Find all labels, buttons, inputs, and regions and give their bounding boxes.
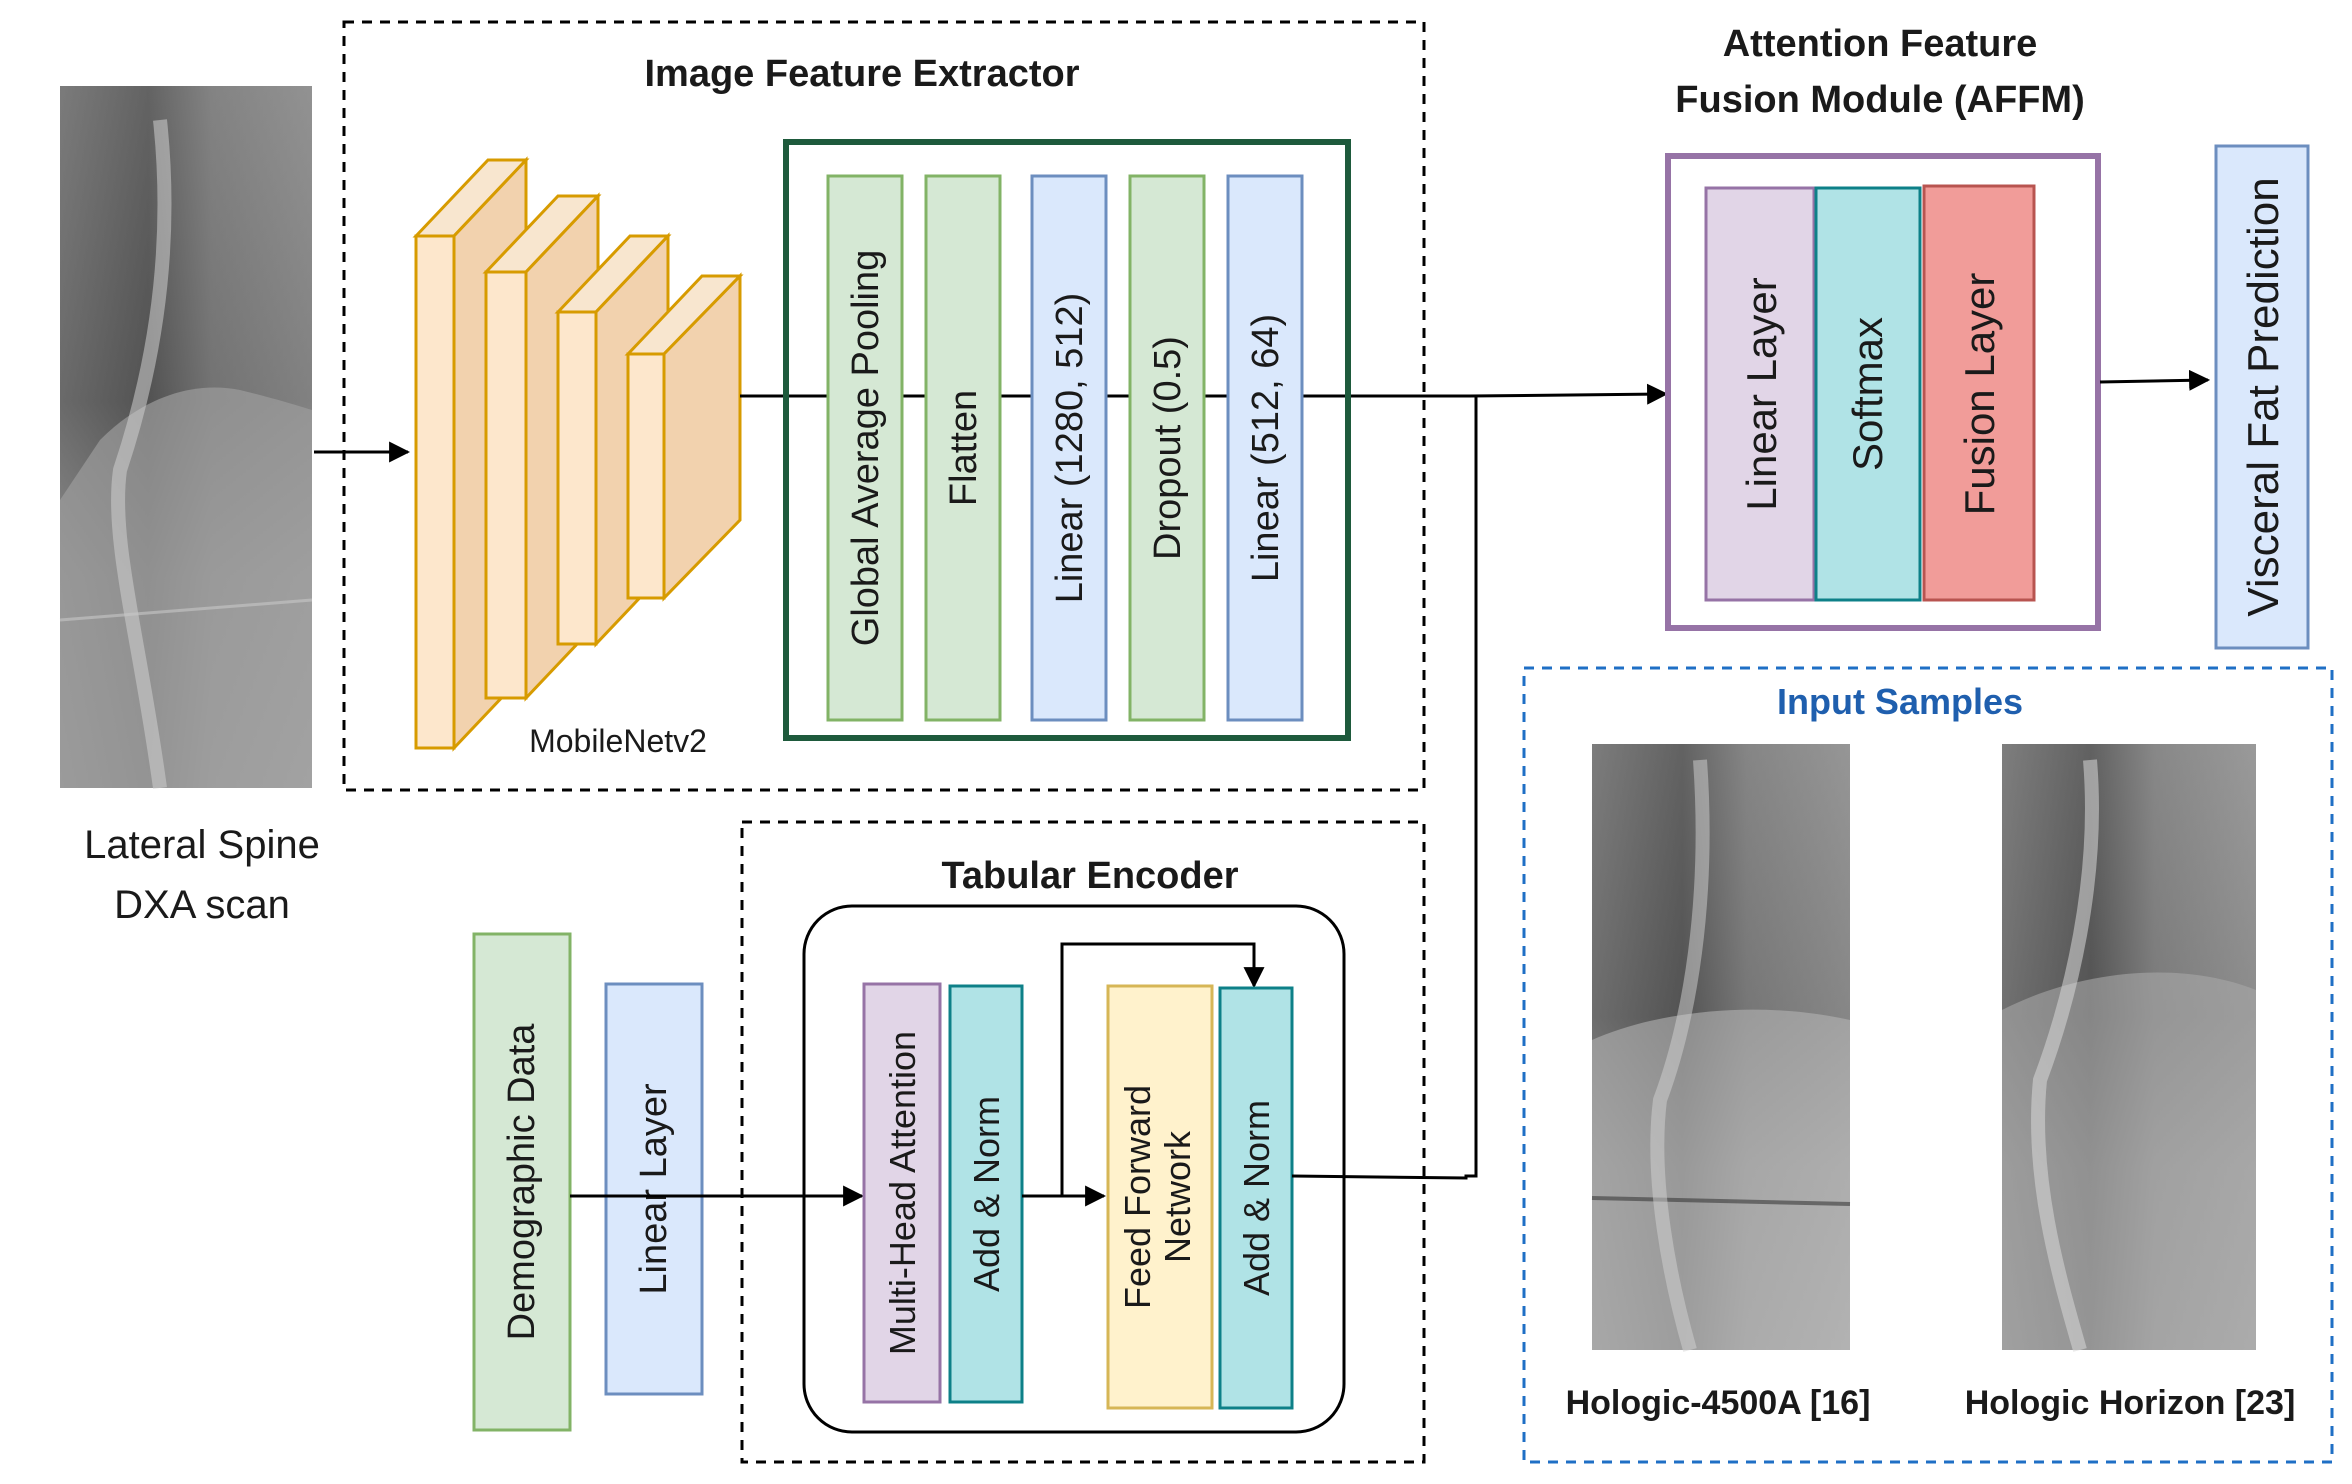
- extractor-layer-label: Global Average Pooling: [845, 250, 887, 646]
- affm-layer-label: Fusion Layer: [1956, 273, 2003, 516]
- ffn-label-line1: Feed Forward: [1117, 1085, 1158, 1309]
- extractor-layer-label: Linear (1280, 512): [1049, 293, 1091, 604]
- add-norm-1-label: Add & Norm: [966, 1096, 1007, 1292]
- extractor-layer-label: Dropout (0.5): [1147, 336, 1189, 560]
- sample-caption-2: Hologic Horizon [23]: [1965, 1384, 2296, 1422]
- affm-title-line1: Attention Feature: [1723, 23, 2038, 65]
- input-caption-line2: DXA scan: [114, 883, 290, 927]
- input-samples-title: Input Samples: [1777, 681, 2023, 722]
- input-samples-border: [1522, 666, 2334, 1464]
- add-norm-2-box: Add & Norm: [1218, 986, 1294, 1410]
- transformer-block: [802, 904, 1346, 1434]
- backbone-label: MobileNetv2: [529, 723, 707, 759]
- extractor-layer-gap: Global Average Pooling: [826, 174, 904, 722]
- sample-image-hologic-4500a: [1591, 744, 1851, 1352]
- lateral-spine-xray-image: [59, 86, 313, 789]
- sample-image-hologic-horizon: [2002, 744, 2256, 1352]
- image-extractor-border: [342, 20, 1426, 792]
- output-label: Visceral Fat Prediction: [2239, 177, 2288, 616]
- affm-fusion-layer: Fusion Layer: [1922, 184, 2036, 602]
- affm-layer-label: Linear Layer: [1738, 277, 1785, 510]
- affm-softmax: Softmax: [1814, 186, 1922, 602]
- affm-linear-layer: Linear Layer: [1704, 186, 1816, 602]
- visceral-fat-prediction-output: Visceral Fat Prediction: [2214, 144, 2310, 650]
- add-norm-1-box: Add & Norm: [948, 984, 1024, 1404]
- multi-head-attention-box: Multi-Head Attention: [862, 982, 942, 1404]
- extractor-to-affm-arrow: [1469, 383, 1669, 405]
- tabular-to-affm-connector: [1291, 396, 1478, 1180]
- tabular-linear-label: Linear Layer: [633, 1083, 675, 1295]
- image-extractor-title: Image Feature Extractor: [644, 53, 1079, 95]
- tabular-linear-layer: Linear Layer: [604, 982, 704, 1396]
- extractor-layer-linear-2: Linear (512, 64): [1226, 174, 1304, 722]
- extractor-layer-flatten: Flatten: [924, 174, 1002, 722]
- mobilenetv2-blocks: [412, 156, 744, 752]
- mha-label: Multi-Head Attention: [882, 1031, 923, 1355]
- sample-caption-1: Hologic-4500A [16]: [1566, 1384, 1871, 1422]
- tabular-encoder-title: Tabular Encoder: [941, 855, 1238, 897]
- affm-title-line2: Fusion Module (AFFM): [1675, 79, 2084, 121]
- feed-forward-network-box: Feed Forward Network: [1106, 984, 1214, 1410]
- extractor-head-container: [783, 139, 1351, 741]
- backbone-block-4: [624, 272, 744, 602]
- affm-container: [1665, 153, 2101, 631]
- extractor-layer-label: Linear (512, 64): [1245, 314, 1287, 582]
- affm-to-output-arrow: [2099, 369, 2211, 391]
- input-caption-line1: Lateral Spine: [84, 823, 320, 867]
- tabular-encoder-border: [740, 820, 1426, 1464]
- demographic-label: Demographic Data: [501, 1023, 543, 1341]
- extractor-layer-linear-1: Linear (1280, 512): [1030, 174, 1108, 722]
- demographic-data-box: Demographic Data: [472, 932, 572, 1432]
- ffn-label-line2: Network: [1157, 1130, 1198, 1263]
- extractor-layer-dropout: Dropout (0.5): [1128, 174, 1206, 722]
- affm-layer-label: Softmax: [1844, 317, 1891, 471]
- extractor-layer-label: Flatten: [943, 390, 985, 506]
- add-norm-2-label: Add & Norm: [1236, 1100, 1277, 1296]
